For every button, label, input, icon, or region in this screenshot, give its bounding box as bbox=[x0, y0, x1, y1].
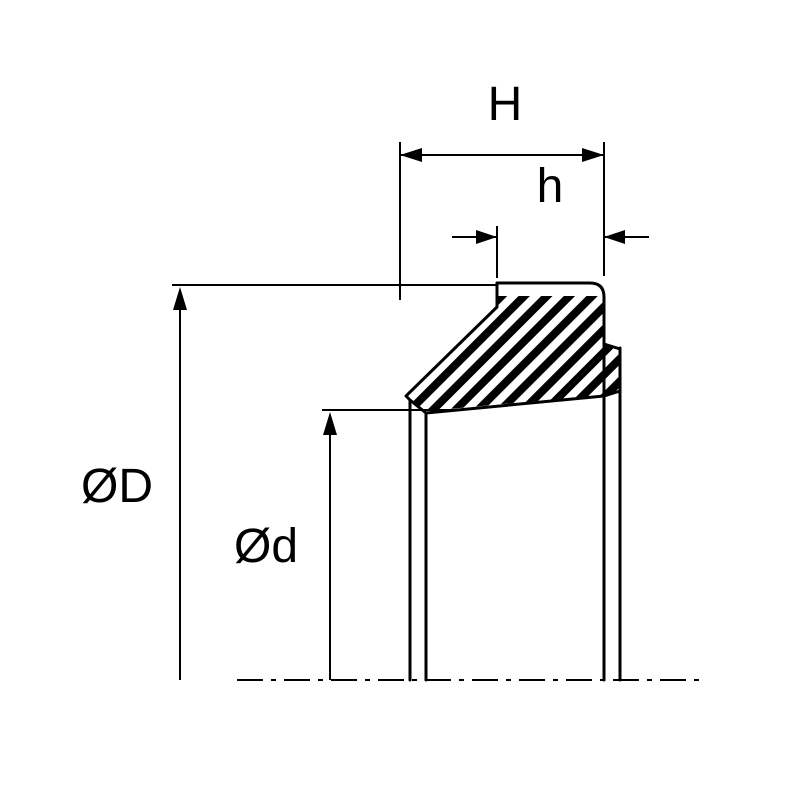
seal-hatching bbox=[408, 296, 619, 411]
dimension-outer-diameter: ØD bbox=[81, 284, 497, 680]
H-arrow-right bbox=[582, 148, 604, 162]
bead-top-edge bbox=[602, 342, 622, 351]
seal-material-hatch bbox=[408, 296, 619, 411]
label-h: h bbox=[537, 160, 564, 213]
dimension-H: H bbox=[399, 78, 605, 300]
label-OD: ØD bbox=[81, 460, 153, 513]
OD-arrow-up bbox=[173, 287, 187, 310]
seal-top-and-right-edge bbox=[495, 281, 606, 682]
Od-arrow-up bbox=[323, 412, 337, 435]
seal-lip-and-bottom-edge bbox=[404, 281, 606, 415]
label-H: H bbox=[488, 78, 523, 131]
dimension-inner-diameter: Ød bbox=[234, 409, 452, 680]
dimension-h: h bbox=[452, 160, 649, 278]
h-arrow-left bbox=[476, 230, 497, 244]
bead-bottom-edge bbox=[602, 389, 622, 398]
H-arrow-left bbox=[400, 148, 422, 162]
h-arrow-right bbox=[604, 230, 625, 244]
label-Od: Ød bbox=[234, 520, 298, 573]
seal-profile bbox=[404, 281, 622, 682]
